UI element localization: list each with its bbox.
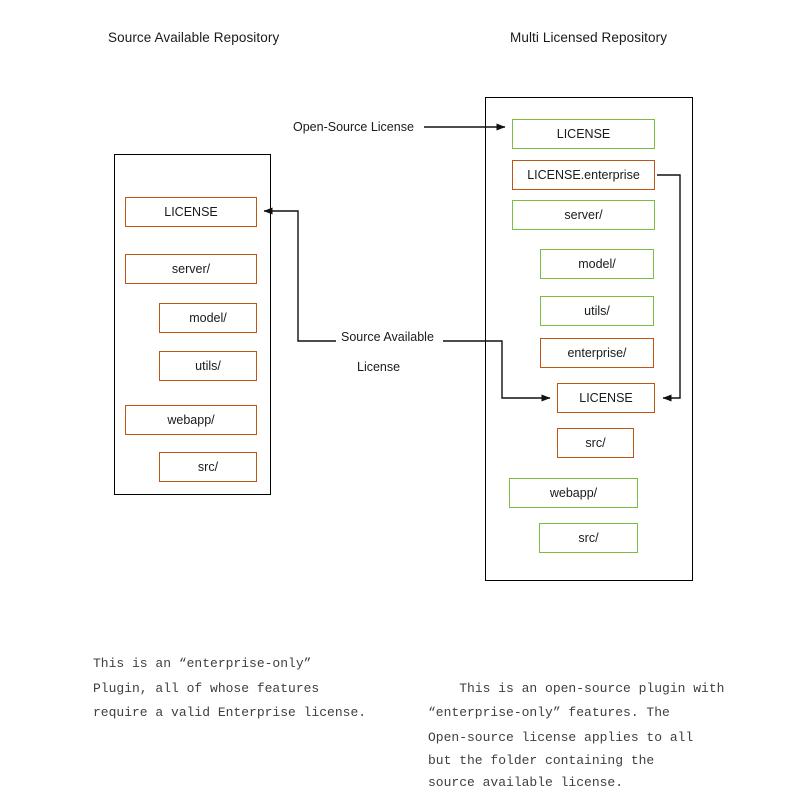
right-repo-node-7: src/ bbox=[557, 428, 634, 458]
right-repo-node-1: LICENSE.enterprise bbox=[512, 160, 655, 190]
left-caption: This is an “enterprise-only” Plugin, all… bbox=[93, 656, 367, 720]
node-label: src/ bbox=[578, 531, 599, 545]
source-available-license-label-line1: Source Available bbox=[341, 330, 434, 344]
left-repo-node-2: model/ bbox=[159, 303, 257, 333]
node-label: server/ bbox=[564, 208, 603, 222]
right-repo-node-2: server/ bbox=[512, 200, 655, 230]
right-caption-part2: but the folder containing the source ava… bbox=[428, 753, 655, 790]
left-repo-node-3: utils/ bbox=[159, 351, 257, 381]
right-repo-node-0: LICENSE bbox=[512, 119, 655, 149]
node-label: utils/ bbox=[195, 359, 221, 373]
node-label: webapp/ bbox=[167, 413, 215, 427]
left-repo-node-4: webapp/ bbox=[125, 405, 257, 435]
open-source-license-label: Open-Source License bbox=[293, 120, 414, 134]
right-repo-node-5: enterprise/ bbox=[540, 338, 654, 368]
right-repo-node-6: LICENSE bbox=[557, 383, 655, 413]
arrow-source-available-to-left-license bbox=[263, 207, 336, 342]
right-repo-node-3: model/ bbox=[540, 249, 654, 279]
right-repo-node-4: utils/ bbox=[540, 296, 654, 326]
node-label: utils/ bbox=[584, 304, 610, 318]
node-label: LICENSE bbox=[556, 127, 611, 141]
left-repo-node-5: src/ bbox=[159, 452, 257, 482]
right-repo-node-8: webapp/ bbox=[509, 478, 638, 508]
node-label: model/ bbox=[189, 311, 227, 325]
source-available-license-label-line2: License bbox=[357, 360, 401, 374]
node-label: src/ bbox=[197, 460, 219, 474]
node-label: model/ bbox=[578, 257, 616, 271]
right-repository-title: Multi Licensed Repository bbox=[510, 30, 668, 45]
node-label: server/ bbox=[171, 262, 211, 276]
right-caption-part1: This is an open-source plugin with “ente… bbox=[428, 680, 725, 745]
node-label: enterprise/ bbox=[567, 346, 627, 360]
node-label: src/ bbox=[585, 436, 606, 450]
node-label: LICENSE.enterprise bbox=[527, 168, 640, 182]
node-label: LICENSE bbox=[579, 391, 633, 405]
right-repo-node-9: src/ bbox=[539, 523, 638, 553]
left-repo-node-0: LICENSE bbox=[125, 197, 257, 227]
left-repository-title: Source Available Repository bbox=[108, 30, 280, 45]
node-label: LICENSE bbox=[164, 205, 218, 219]
node-label: webapp/ bbox=[549, 486, 598, 500]
multi-licensed-repository-frame bbox=[485, 97, 693, 581]
left-repo-node-1: server/ bbox=[125, 254, 257, 284]
right-caption: This is an open-source plugin with “ente… bbox=[428, 652, 724, 801]
